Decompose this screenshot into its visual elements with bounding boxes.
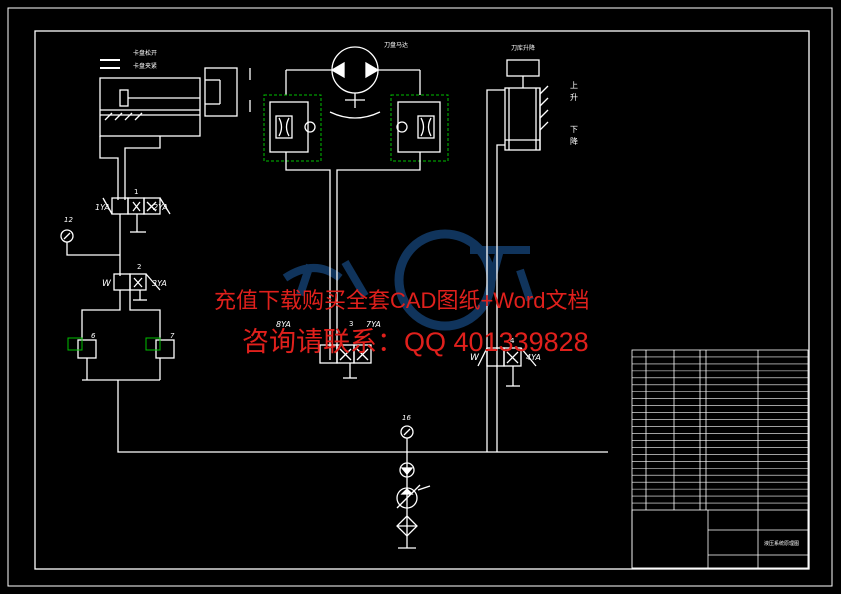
parts-list-rows [632, 356, 808, 504]
valve3-number: 3 [349, 320, 353, 328]
valve4-left-label: W [470, 353, 480, 363]
valve2-left-label: W [102, 279, 112, 289]
valve1-right-label: 2YA [153, 203, 168, 212]
gauge16-label: 16 [402, 414, 411, 422]
directional-valve-4 [477, 347, 537, 387]
valve7-label: 7 [170, 332, 175, 340]
inner-frame [34, 30, 810, 570]
magazine-cylinder [486, 59, 549, 452]
valve1-number: 1 [134, 188, 138, 196]
throttle-box-left [263, 94, 322, 162]
magazine-up-1: 上 [570, 81, 578, 90]
title-block [631, 349, 809, 569]
pressure-gauge-12 [60, 229, 120, 256]
main-pressure-line [117, 380, 608, 548]
directional-valve-3 [319, 344, 372, 379]
watermark-logo [282, 229, 534, 331]
magazine-down-1: 下 [570, 125, 578, 134]
valve6-green-box [67, 337, 83, 351]
valve3-right-label: 7YA [366, 320, 381, 329]
magazine-up-2: 升 [570, 93, 578, 102]
gauge12-label: 12 [64, 216, 73, 224]
valve3-left-label: 8YA [276, 320, 291, 329]
pump-group [396, 425, 431, 549]
outer-frame [7, 7, 833, 587]
valve2-number: 2 [137, 263, 141, 271]
valve1-left-label: 1YA [95, 203, 110, 212]
pressure-valves [77, 290, 175, 381]
valve2-right-label: 3YA [152, 279, 167, 288]
directional-valve-2 [113, 273, 161, 301]
hydraulic-motor [285, 46, 421, 119]
valve6-label: 6 [91, 332, 96, 340]
watermark-line-1: 充值下载购买全套CAD图纸+Word文档 [214, 288, 590, 313]
chuck-cylinder [99, 67, 251, 137]
valve4-right-label: 4YA [526, 353, 541, 362]
valve7-green-box [145, 337, 161, 351]
chuck-label-1: 卡盘松开 [133, 49, 157, 57]
throttle-valves [269, 101, 441, 360]
chuck-label-2: 卡盘夹紧 [133, 62, 157, 70]
valve4-number: 4 [510, 337, 515, 345]
title-block-drawing-name: 液压系统原理图 [764, 540, 799, 547]
magazine-title: 刀库升降 [511, 44, 535, 52]
chuck-pipes [99, 136, 161, 200]
watermark-line-2: 咨询请联系：QQ 401339828 [242, 327, 589, 357]
motor-title: 刀盘马达 [384, 41, 408, 49]
directional-valve-1 [102, 197, 171, 233]
magazine-down-2: 降 [570, 136, 578, 146]
